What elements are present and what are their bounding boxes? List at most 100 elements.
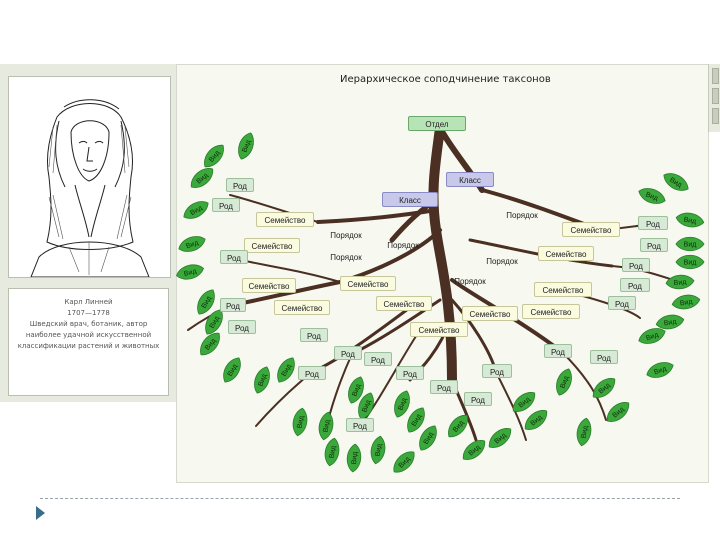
semeistvo-box: Семейство (340, 276, 396, 291)
leaf-icon: Вид (671, 294, 701, 310)
leaf-label-vid: Вид (684, 260, 697, 267)
leaf-icon: Вид (393, 451, 415, 473)
semeistvo-box: Семейство (522, 304, 580, 319)
tree-branch (561, 351, 607, 421)
klass-box: Класс (446, 172, 494, 187)
leaf-icon: Вид (223, 357, 241, 383)
leaf-label-vid: Вид (645, 191, 659, 202)
rod-box: Род (346, 418, 374, 432)
leaf-icon: Вид (638, 328, 666, 344)
rod-box: Род (364, 352, 392, 366)
leaf-label-vid: Вид (361, 399, 372, 413)
scroll-thumb[interactable] (712, 88, 719, 104)
leaf-icon: Вид (197, 289, 215, 315)
leaf-icon: Вид (183, 201, 209, 219)
semeistvo-box: Семейство (462, 306, 518, 321)
leaf-icon: Вид (238, 132, 254, 160)
leaf-label-vid: Вид (559, 375, 570, 389)
semeistvo-box: Семейство (410, 322, 468, 337)
caption-desc-3: классификации растений и животных (17, 342, 160, 350)
rod-box: Род (640, 238, 668, 252)
rod-box: Род (620, 278, 650, 292)
leaf-icon: Вид (646, 362, 674, 378)
leaf-icon: Вид (488, 428, 512, 448)
leaf-icon: Вид (394, 390, 410, 418)
tree-branch (428, 123, 457, 385)
rod-box: Род (228, 320, 256, 334)
rod-box: Род (590, 350, 618, 364)
leaf-label-vid: Вид (684, 242, 697, 249)
linnaeus-portrait (8, 76, 171, 278)
rod-box: Род (220, 298, 246, 312)
next-arrow-icon[interactable] (36, 506, 45, 520)
leaf-label-vid: Вид (351, 451, 359, 464)
leaf-label-vid: Вид (679, 298, 693, 307)
poryadok-box: Порядок (387, 241, 419, 250)
leaf-label-vid: Вид (183, 268, 197, 278)
leaf-icon: Вид (324, 437, 340, 467)
poryadok-box: Порядок (454, 277, 486, 286)
semeistvo-box: Семейство (376, 296, 432, 311)
leaf-icon: Вид (556, 368, 572, 396)
otdel-box: Отдел (408, 116, 466, 131)
leaf-label-vid: Вид (328, 445, 337, 459)
scroll-down-handle[interactable] (712, 108, 719, 124)
leaf-icon: Вид (200, 332, 220, 356)
leaf-icon: Вид (448, 414, 468, 438)
rod-box: Род (226, 178, 254, 192)
leaf-icon: Вид (277, 357, 295, 383)
leaf-icon: Вид (606, 402, 630, 422)
leaf-icon: Вид (665, 274, 695, 290)
leaf-label-vid: Вид (322, 419, 331, 433)
leaf-icon: Вид (675, 236, 705, 252)
diagram-title: Иерархическое соподчинение таксонов (340, 74, 551, 85)
leaf-label-vid: Вид (673, 279, 686, 287)
poryadok-box: Порядок (486, 257, 518, 266)
leaf-icon: Вид (675, 254, 705, 270)
semeistvo-box: Семейство (244, 238, 300, 253)
leaf-label-vid: Вид (580, 425, 589, 439)
scrollbar[interactable] (708, 64, 720, 132)
poryadok-box: Порядок (330, 253, 362, 262)
leaf-icon: Вид (204, 144, 224, 168)
caption-name: Карл Линней (64, 298, 113, 306)
leaf-icon: Вид (178, 236, 206, 252)
leaf-label-vid: Вид (241, 139, 252, 153)
leaf-icon: Вид (663, 173, 689, 191)
caption-desc-2: наиболее удачной искусственной (25, 331, 152, 339)
rod-box: Род (220, 250, 248, 264)
leaf-label-vid: Вид (296, 415, 305, 429)
leaf-icon: Вид (512, 392, 536, 412)
rod-box: Род (212, 198, 240, 212)
leaf-label-vid: Вид (374, 443, 383, 457)
rod-box: Род (300, 328, 328, 342)
semeistvo-box: Семейство (256, 212, 314, 227)
rod-box: Род (464, 392, 492, 406)
leaf-icon: Вид (348, 376, 364, 404)
tree-branch (316, 208, 438, 224)
leaf-icon: Вид (318, 411, 334, 441)
leaf-label-vid: Вид (257, 373, 268, 387)
leaf-icon: Вид (592, 378, 616, 398)
leaf-icon: Вид (576, 417, 592, 447)
scroll-up-handle[interactable] (712, 68, 719, 84)
leaf-icon: Вид (176, 264, 204, 280)
leaf-label-vid: Вид (645, 331, 659, 342)
poryadok-box: Порядок (506, 211, 538, 220)
semeistvo-box: Семейство (274, 300, 330, 315)
portrait-engraving (30, 99, 150, 278)
leaf-label-vid: Вид (663, 318, 677, 327)
rod-box: Род (396, 366, 424, 380)
leaf-icon: Вид (190, 168, 214, 188)
portrait-caption: Карл Линней 1707—1778 Шведский врач, бот… (8, 288, 169, 396)
leaf-icon: Вид (254, 366, 270, 394)
leaf-label-vid: Вид (185, 239, 199, 250)
rod-box: Род (638, 216, 668, 230)
leaf-label-vid: Вид (653, 365, 667, 376)
rod-box: Род (544, 344, 572, 358)
rod-box: Род (608, 296, 636, 310)
leaf-icon: Вид (370, 435, 386, 465)
leaf-label-vid: Вид (351, 383, 362, 397)
